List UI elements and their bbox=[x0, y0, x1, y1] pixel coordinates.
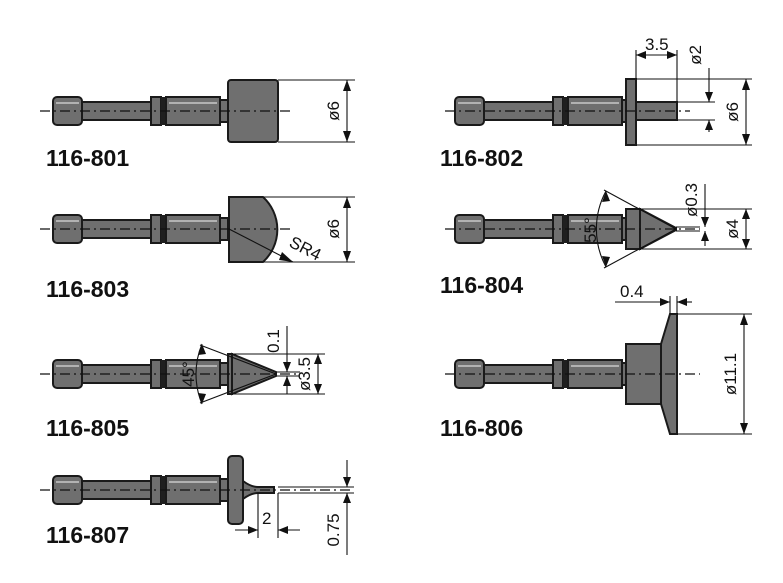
dimension-label: 0.4 bbox=[620, 282, 644, 301]
dimension-label: ø11.1 bbox=[721, 353, 740, 395]
model-label: 116-803 bbox=[46, 276, 129, 302]
anvil-116-806: 0.4 ø11.1 116-806 bbox=[440, 282, 752, 441]
model-label: 116-802 bbox=[440, 145, 523, 171]
anvil-116-802: 3.5 ø2 ø6 116-802 bbox=[440, 35, 752, 171]
dimension-label: 45° bbox=[179, 361, 198, 387]
dimension-label: ø6 bbox=[324, 101, 343, 121]
anvil-116-803: SR4 ø6 116-803 bbox=[40, 196, 355, 302]
dimension-label: ø6 bbox=[723, 102, 742, 122]
model-label: 116-805 bbox=[46, 415, 129, 441]
model-label: 116-806 bbox=[440, 415, 523, 441]
dimension-label: ø0.3 bbox=[682, 183, 701, 217]
model-label: 116-801 bbox=[46, 145, 129, 171]
dimension-label: 3.5 bbox=[645, 35, 669, 54]
dimension-label: ø2 bbox=[686, 45, 705, 65]
anvil-116-805: 45° 0.1 ø3.5 116-805 bbox=[40, 326, 325, 441]
model-label: 116-807 bbox=[46, 522, 129, 548]
dimension-label: SR4 bbox=[286, 233, 324, 265]
dimension-label: 2 bbox=[262, 509, 271, 528]
dimension-label: ø4 bbox=[723, 219, 742, 239]
anvil-116-807: 2 0.75 116-807 bbox=[40, 455, 354, 555]
dimension-label: 0.75 bbox=[324, 513, 343, 546]
model-label: 116-804 bbox=[440, 272, 523, 298]
dimension-label: 0.1 bbox=[264, 329, 283, 353]
anvil-116-804: 55° ø0.3 ø4 116-804 bbox=[440, 183, 752, 298]
dimension-label: 55° bbox=[581, 217, 600, 243]
dimension-label: ø6 bbox=[324, 219, 343, 239]
anvil-116-801: ø6 116-801 bbox=[40, 79, 355, 171]
dimension-label: ø3.5 bbox=[295, 357, 314, 391]
